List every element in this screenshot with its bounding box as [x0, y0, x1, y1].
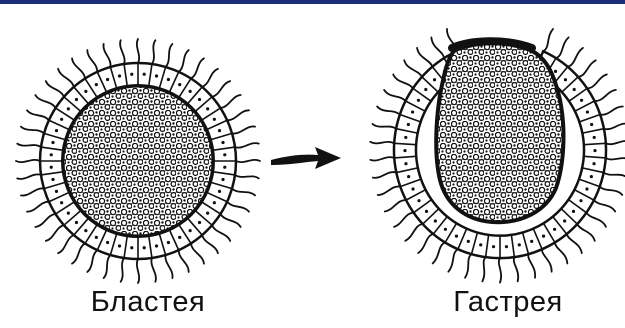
gastrea-label: Гастрея — [428, 286, 588, 319]
blastea-figure — [16, 39, 260, 283]
blastea-label: Бластея — [68, 286, 228, 319]
blastea-inner-mass — [63, 86, 213, 236]
gastrea-figure — [370, 29, 625, 283]
gastrea-inner-mass — [436, 43, 563, 222]
right-arrow-icon — [271, 147, 341, 169]
